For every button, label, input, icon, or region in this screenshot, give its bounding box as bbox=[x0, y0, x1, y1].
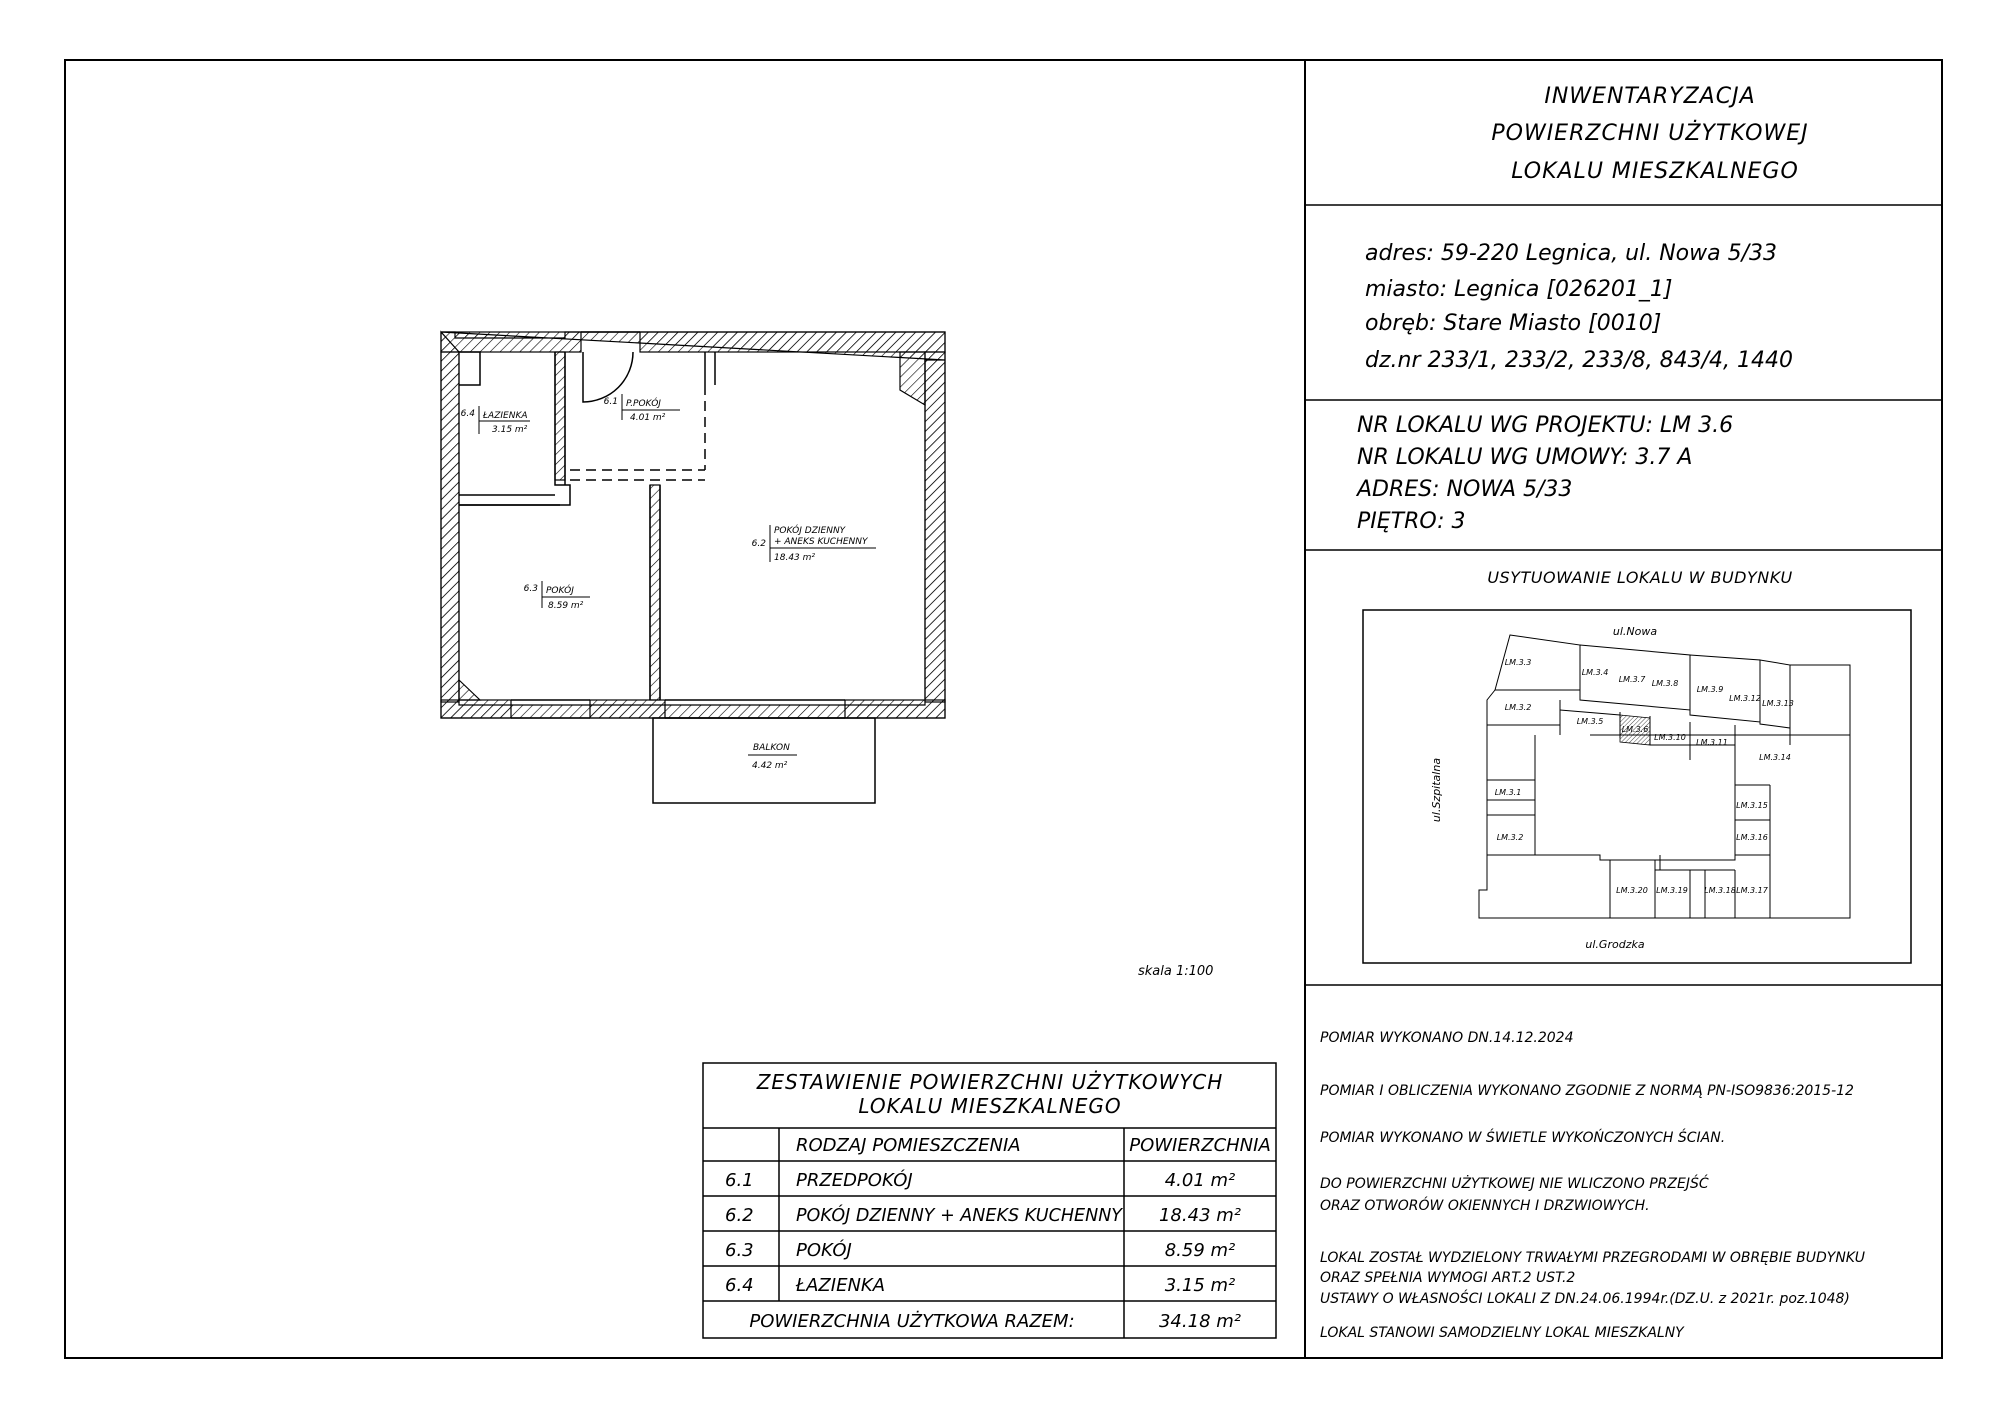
sheet-frame bbox=[64, 59, 1943, 1359]
table-row-area: 3.15 m² bbox=[1165, 1275, 1236, 1296]
balcony-label: BALKON 4.42 m² bbox=[748, 743, 797, 771]
svg-text:4.01 m²: 4.01 m² bbox=[630, 413, 666, 423]
summary-table: ZESTAWIENIE POWIERZCHNI UŻYTKOWYCH LOKAL… bbox=[702, 1062, 1277, 1339]
address-obreb: obręb: Stare Miasto [0010] bbox=[1365, 311, 1661, 336]
floor-plan: 6.4 ŁAZIENKA 3.15 m² 6.1 P.POKÓJ 4.01 m²… bbox=[440, 330, 946, 804]
lokal-adres: ADRES: NOWA 5/33 bbox=[1355, 477, 1572, 502]
unit-label: LM.3.2 bbox=[1505, 703, 1532, 712]
unit-label-highlighted: LM.3.6 bbox=[1622, 725, 1649, 734]
room-6-2: 6.2 POKÓJ DZIENNY + ANEKS KUCHENNY 18.43… bbox=[752, 524, 876, 563]
note-walls: POMIAR WYKONANO W ŚWIETLE WYKOŃCZONYCH Ś… bbox=[1320, 1128, 1725, 1146]
unit-label: LM.3.5 bbox=[1577, 717, 1604, 726]
notes-block: POMIAR WYKONANO DN.14.12.2024 POMIAR I O… bbox=[1320, 1030, 1865, 1341]
svg-text:8.59 m²: 8.59 m² bbox=[548, 601, 584, 611]
note-excluded-2: ORAZ OTWORÓW OKIENNYCH I DRZWIOWYCH. bbox=[1320, 1196, 1650, 1214]
table-total-label: POWIERZCHNIA UŻYTKOWA RAZEM: bbox=[749, 1311, 1074, 1332]
table-title-1: ZESTAWIENIE POWIERZCHNI UŻYTKOWYCH bbox=[756, 1070, 1224, 1094]
address-block: adres: 59-220 Legnica, ul. Nowa 5/33 mia… bbox=[1365, 241, 1793, 373]
address-dz: dz.nr 233/1, 233/2, 233/8, 843/4, 1440 bbox=[1365, 348, 1793, 373]
street-top-label: ul.Nowa bbox=[1613, 625, 1657, 638]
title-line-1: INWENTARYZACJA bbox=[1544, 84, 1755, 109]
svg-text:6.4: 6.4 bbox=[461, 409, 476, 419]
table-header-area: POWIERZCHNIA bbox=[1129, 1135, 1271, 1156]
address-miasto: miasto: Legnica [026201_1] bbox=[1365, 277, 1673, 302]
svg-text:6.3: 6.3 bbox=[524, 584, 539, 594]
svg-text:ŁAZIENKA: ŁAZIENKA bbox=[482, 411, 528, 421]
table-row-num: 6.4 bbox=[725, 1275, 754, 1296]
unit-label: LM.3.9 bbox=[1697, 685, 1724, 694]
note-excluded-1: DO POWIERZCHNI UŻYTKOWEJ NIE WLICZONO PR… bbox=[1320, 1174, 1709, 1192]
unit-label: LM.3.7 bbox=[1619, 675, 1647, 684]
unit-label: LM.3.17 bbox=[1736, 886, 1769, 895]
title-line-2: POWIERZCHNI UŻYTKOWEJ bbox=[1491, 120, 1808, 146]
table-header-type: RODZAJ POMIESZCZENIA bbox=[796, 1135, 1021, 1156]
unit-label: LM.3.19 bbox=[1656, 886, 1688, 895]
street-left-label: ul.Szpitalna bbox=[1430, 758, 1443, 822]
unit-label: LM.3.1 bbox=[1495, 788, 1522, 797]
table-row-num: 6.1 bbox=[725, 1170, 754, 1191]
room-6-1: 6.1 P.POKÓJ 4.01 m² bbox=[604, 394, 680, 423]
title-line-3: LOKALU MIESZKALNEGO bbox=[1511, 159, 1799, 184]
unit-label: LM.3.20 bbox=[1616, 886, 1648, 895]
title-block: INWENTARYZACJA POWIERZCHNI UŻYTKOWEJ LOK… bbox=[1491, 84, 1808, 184]
unit-label: LM.3.3 bbox=[1505, 658, 1532, 667]
svg-text:6.2: 6.2 bbox=[752, 539, 767, 549]
unit-label: LM.3.4 bbox=[1582, 668, 1609, 677]
svg-text:18.43 m²: 18.43 m² bbox=[774, 553, 815, 563]
room-6-3: 6.3 POKÓJ 8.59 m² bbox=[524, 581, 590, 611]
svg-text:BALKON: BALKON bbox=[753, 743, 790, 753]
svg-text:POKÓJ: POKÓJ bbox=[546, 584, 574, 596]
scale-label: skala 1:100 bbox=[1138, 964, 1213, 979]
lokal-projekt: NR LOKALU WG PROJEKTU: LM 3.6 bbox=[1357, 413, 1733, 438]
unit-label: LM.3.8 bbox=[1652, 679, 1679, 688]
table-row-name: PRZEDPOKÓJ bbox=[796, 1169, 913, 1191]
table-row-name: POKÓJ bbox=[796, 1239, 852, 1261]
note-legal-1: LOKAL ZOSTAŁ WYDZIELONY TRWAŁYMI PRZEGRO… bbox=[1320, 1250, 1865, 1266]
note-independent: LOKAL STANOWI SAMODZIELNY LOKAL MIESZKAL… bbox=[1320, 1325, 1685, 1341]
table-row-num: 6.2 bbox=[725, 1205, 754, 1226]
unit-label: LM.3.12 bbox=[1729, 694, 1761, 703]
table-total-area: 34.18 m² bbox=[1159, 1311, 1241, 1332]
unit-label: LM.3.13 bbox=[1762, 699, 1794, 708]
street-bottom-label: ul.Grodzka bbox=[1585, 938, 1644, 951]
table-row-area: 4.01 m² bbox=[1165, 1170, 1236, 1191]
unit-label: LM.3.18 bbox=[1704, 886, 1736, 895]
note-legal-3: USTAWY O WŁASNOŚCI LOKALI Z DN.24.06.199… bbox=[1320, 1289, 1850, 1307]
svg-text:4.42 m²: 4.42 m² bbox=[752, 761, 788, 771]
unit-label: LM.3.15 bbox=[1736, 801, 1768, 810]
address-adres: adres: 59-220 Legnica, ul. Nowa 5/33 bbox=[1365, 241, 1777, 266]
unit-label: LM.3.14 bbox=[1759, 753, 1791, 762]
table-row-name: ŁAZIENKA bbox=[795, 1275, 885, 1296]
svg-text:P.POKÓJ: P.POKÓJ bbox=[626, 397, 661, 409]
svg-text:+ ANEKS KUCHENNY: + ANEKS KUCHENNY bbox=[774, 537, 869, 547]
table-row-area: 18.43 m² bbox=[1159, 1205, 1241, 1226]
balcony bbox=[652, 717, 876, 804]
note-date: POMIAR WYKONANO DN.14.12.2024 bbox=[1320, 1030, 1574, 1046]
unit-label: LM.3.2 bbox=[1497, 833, 1524, 842]
room-6-4: 6.4 ŁAZIENKA 3.15 m² bbox=[461, 406, 530, 435]
table-row-name: POKÓJ DZIENNY + ANEKS KUCHENNY bbox=[796, 1204, 1124, 1226]
table-row-area: 8.59 m² bbox=[1165, 1240, 1236, 1261]
note-legal-2: ORAZ SPEŁNIA WYMOGI ART.2 UST.2 bbox=[1320, 1270, 1575, 1286]
unit-label: LM.3.10 bbox=[1654, 733, 1686, 742]
note-norm: POMIAR I OBLICZENIA WYKONANO ZGODNIE Z N… bbox=[1320, 1083, 1854, 1099]
unit-label: LM.3.16 bbox=[1736, 833, 1768, 842]
lokal-umowa: NR LOKALU WG UMOWY: 3.7 A bbox=[1357, 445, 1692, 470]
table-row-num: 6.3 bbox=[725, 1240, 754, 1261]
svg-text:6.1: 6.1 bbox=[604, 397, 618, 407]
location-plan: USYTUOWANIE LOKALU W BUDYNKU ul.Nowa ul.… bbox=[1362, 568, 1912, 964]
lokal-block: NR LOKALU WG PROJEKTU: LM 3.6 NR LOKALU … bbox=[1355, 413, 1733, 534]
lokal-pietro: PIĘTRO: 3 bbox=[1357, 509, 1466, 534]
svg-text:POKÓJ DZIENNY: POKÓJ DZIENNY bbox=[774, 524, 847, 536]
unit-label: LM.3.11 bbox=[1696, 738, 1728, 747]
location-title: USYTUOWANIE LOKALU W BUDYNKU bbox=[1487, 568, 1792, 587]
table-title-2: LOKALU MIESZKALNEGO bbox=[858, 1094, 1121, 1118]
svg-text:3.15 m²: 3.15 m² bbox=[492, 425, 528, 435]
